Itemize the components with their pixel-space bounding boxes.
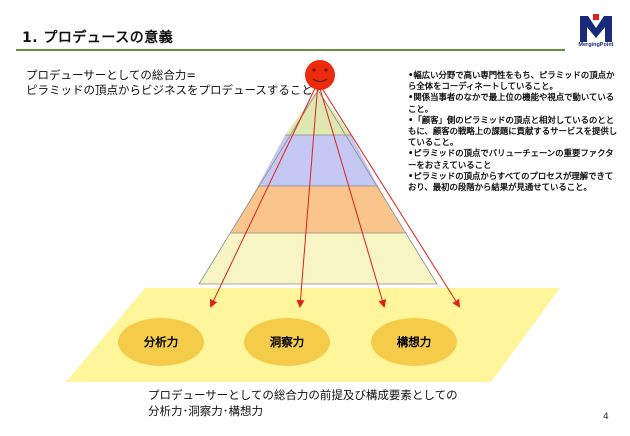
apex-face-icon — [305, 60, 335, 90]
intro-text: プロデューサーとしての総合力= ピラミッドの頂点からビジネスをプロデュースするこ… — [26, 68, 313, 98]
logo-m-icon — [580, 14, 612, 42]
arrow — [317, 81, 461, 308]
bullet-item: •ピラミッドの頂点からすべてのプロセスが理解できており、最初の段階から結果が見通… — [408, 170, 614, 193]
arrow — [296, 81, 319, 308]
arrow — [317, 81, 387, 308]
bullet-item: •ピラミッドの頂点でバリューチェーンの重要ファクターをおさえていること — [408, 148, 614, 170]
oval-analysis — [118, 318, 204, 366]
oval-concept — [371, 318, 457, 366]
caption-line-2: 分析力･洞察力･構想力 — [148, 404, 263, 418]
bullet-list: •幅広い分野で高い専門性をもち、ピラミッドの頂点から全体をコーディネートしている… — [408, 70, 618, 193]
logo-name: MergingPoint — [578, 42, 614, 48]
bullet-item: •幅広い分野で高い専門性をもち、ピラミッドの頂点から全体をコーディネートしている… — [408, 70, 615, 92]
page-title: 1. プロデュースの意義 — [22, 30, 174, 46]
bullet-item: •「顧客」側のピラミッドの頂点と相対しているのとともに、顧客の戦略上の課題に貢献… — [408, 114, 618, 148]
pyramid-tier-4 — [199, 233, 437, 284]
pyramid-tier-2 — [258, 135, 378, 186]
company-logo: MergingPoint — [574, 12, 618, 50]
caption: プロデューサーとしての総合力の前提及び構成要素としての 分析力･洞察力･構想力 — [148, 387, 458, 419]
pyramid-tier-3 — [231, 186, 405, 233]
caption-line-1: プロデューサーとしての総合力の前提及び構成要素としての — [148, 388, 458, 402]
oval-label: 洞察力 — [270, 335, 305, 349]
arrows — [209, 81, 461, 308]
oval-insight — [244, 318, 330, 366]
pyramid-tier-1 — [285, 90, 351, 135]
arrow — [209, 81, 319, 308]
title-underline — [16, 49, 565, 51]
intro-line-2: ピラミッドの頂点からビジネスをプロデュースすること — [26, 83, 313, 97]
oval-label: 分析力 — [144, 335, 179, 349]
intro-line-1: プロデューサーとしての総合力= — [26, 68, 197, 82]
bullet-item: •関係当事者のなかで最上位の機能や視点で動いていること。 — [408, 92, 615, 114]
oval-label: 構想力 — [397, 335, 432, 349]
page-number: 4 — [603, 412, 609, 422]
